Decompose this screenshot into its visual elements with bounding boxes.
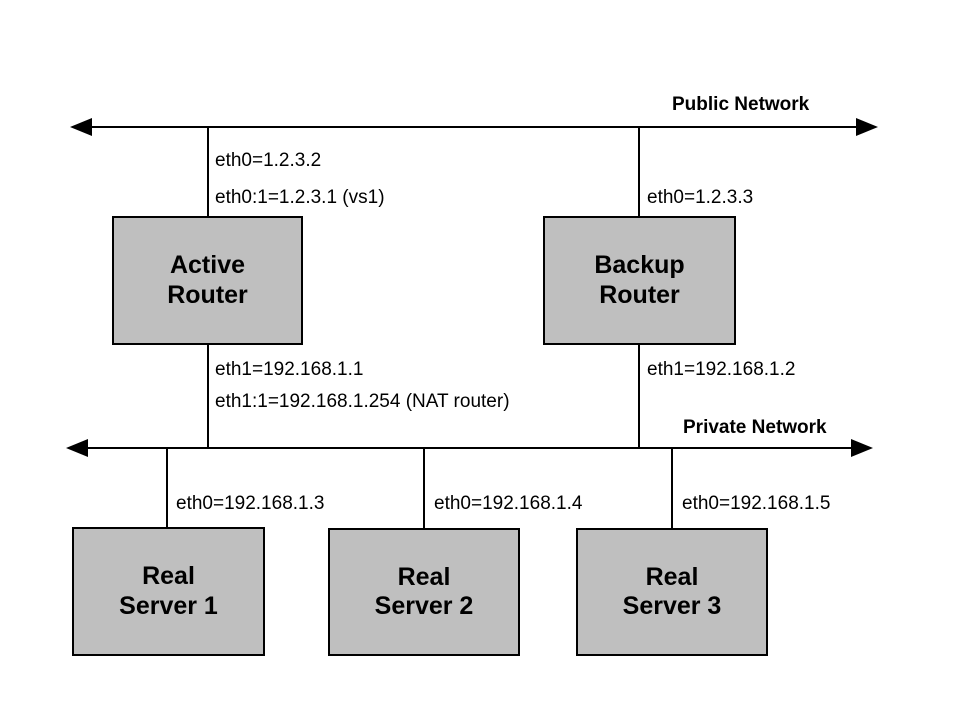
active-router-node[interactable]: Active Router <box>112 216 303 345</box>
real-server-3-eth0-label: eth0=192.168.1.5 <box>682 493 831 514</box>
backup-router-eth0-label: eth0=1.2.3.3 <box>647 187 754 208</box>
active-router-title-line2: Router <box>167 280 248 309</box>
backup-router-eth1-label: eth1=192.168.1.2 <box>647 359 796 380</box>
real-server-2-title-line2: Server 2 <box>374 592 474 620</box>
active-router-eth1-1-label: eth1:1=192.168.1.254 (NAT router) <box>215 391 510 412</box>
active-router-eth0-1-label: eth0:1=1.2.3.1 (vs1) <box>215 187 385 208</box>
active-router-eth1-label: eth1=192.168.1.1 <box>215 359 364 380</box>
real-server-3-node[interactable]: Real Server 3 <box>576 528 768 656</box>
active-router-title-line1: Active <box>169 251 246 279</box>
real-server-1-eth0-label: eth0=192.168.1.3 <box>176 493 325 514</box>
public-bus-right-arrowhead <box>856 118 878 136</box>
public-bus-left-arrowhead <box>70 118 92 136</box>
backup-router-title-line2: Router <box>599 280 680 309</box>
private-network-label: Private Network <box>683 417 827 438</box>
real-server-1-node[interactable]: Real Server 1 <box>72 527 265 656</box>
real-server-2-eth0-label: eth0=192.168.1.4 <box>434 493 583 514</box>
real-server-3-title-line1: Real <box>645 562 699 591</box>
real-server-3-title-line2: Server 3 <box>622 592 722 620</box>
private-network-bus <box>66 439 873 457</box>
real-server-2-title-line1: Real <box>397 562 451 591</box>
backup-router-title-line1: Backup <box>594 251 685 279</box>
private-bus-left-arrowhead <box>66 439 88 457</box>
real-server-2-node[interactable]: Real Server 2 <box>328 528 520 656</box>
backup-router-node[interactable]: Backup Router <box>543 216 736 345</box>
real-server-1-title-line2: Server 1 <box>119 591 218 620</box>
active-router-eth0-label: eth0=1.2.3.2 <box>215 150 322 171</box>
public-network-label: Public Network <box>672 94 810 115</box>
public-network-bus <box>70 118 878 136</box>
private-bus-right-arrowhead <box>851 439 873 457</box>
real-server-1-title-line1: Real <box>142 562 195 590</box>
